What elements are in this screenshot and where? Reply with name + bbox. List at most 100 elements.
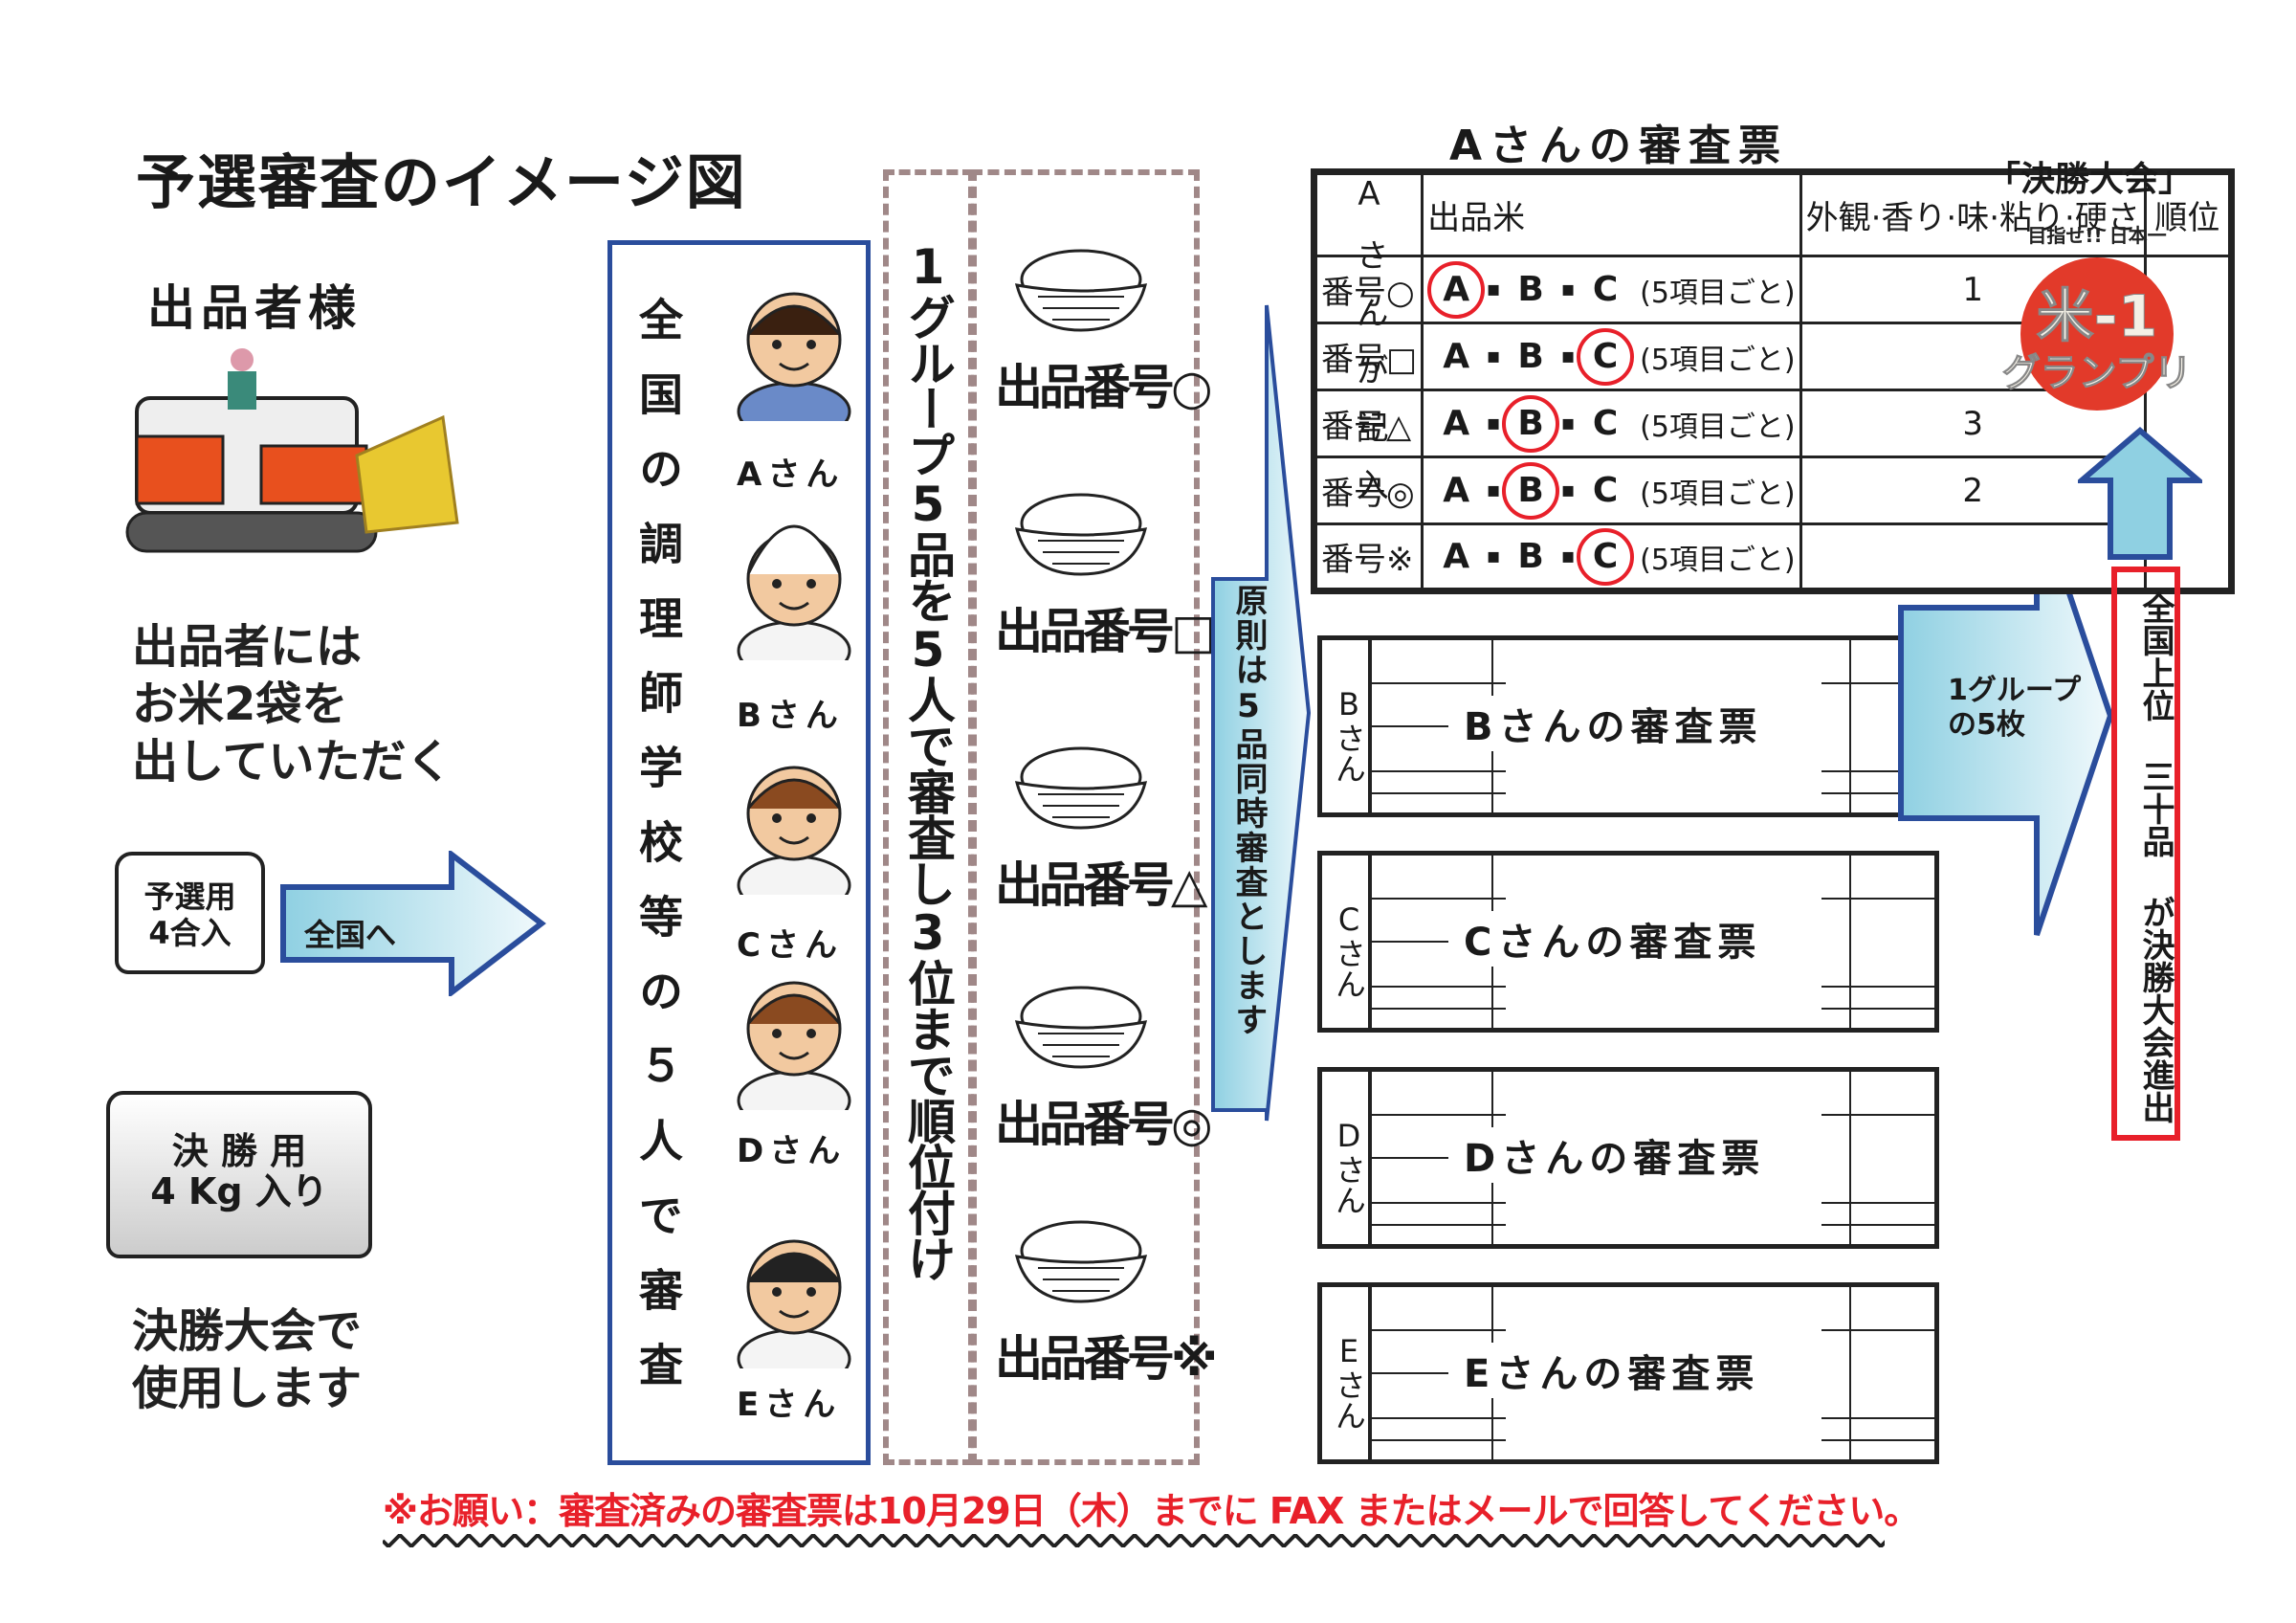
grade-a[interactable]: A xyxy=(1443,536,1470,576)
a-ticket-side-label: Aさんが記入 xyxy=(1312,170,1424,525)
svg-text:目指せ!! 日本一: 目指せ!! 日本一 xyxy=(2027,224,2166,247)
grade-separator: ▪ xyxy=(1486,545,1501,568)
entry-number: 出品番号△ xyxy=(995,857,1207,913)
judge-illustration xyxy=(737,524,851,660)
bag-label: 4 Kg 入り xyxy=(150,1170,328,1212)
rice-bowl-icon xyxy=(1014,986,1148,1069)
entry-number: 出品番号※ xyxy=(995,1331,1218,1387)
desc-line: お米2袋を xyxy=(132,678,348,731)
harvester-illustration xyxy=(125,348,459,553)
row-note: (5項目ごと) xyxy=(1640,477,1796,511)
ticket-side-label: Dさん xyxy=(1322,1072,1372,1244)
rice-bowl-icon xyxy=(1014,249,1148,332)
final-use-text: 決勝大会で 使用します xyxy=(132,1302,362,1417)
grade-separator: ▪ xyxy=(1560,345,1576,368)
grade-a[interactable]: A xyxy=(1443,470,1470,510)
ticket-box: Cさん Cさんの審査票 xyxy=(1317,851,1939,1033)
row-grades: A▪B▪C(5項目ごと) xyxy=(1421,322,1802,391)
footer-text: ※お願い：審査済みの審査票は10月29日（木）までに FAX またはメールで回答… xyxy=(383,1490,1920,1532)
up-arrow-icon xyxy=(2078,427,2202,560)
arrow-line: の5枚 xyxy=(1948,708,2025,742)
arrow-national-icon xyxy=(280,851,546,996)
grade-a[interactable]: A xyxy=(1443,336,1470,376)
entry-number: 出品番号○ xyxy=(995,360,1213,415)
grade-b-circled[interactable]: B xyxy=(1502,461,1560,520)
row-rank[interactable] xyxy=(1799,522,2147,592)
svg-text:グランプリ: グランプリ xyxy=(2002,351,2193,395)
grade-b[interactable]: B xyxy=(1517,336,1544,376)
judges-box xyxy=(607,240,871,1465)
entry-number: 出品番号◎ xyxy=(995,1097,1213,1152)
ticket-box: Eさん Eさんの審査票 xyxy=(1317,1282,1939,1464)
grade-c-circled[interactable]: C xyxy=(1577,527,1635,586)
judge-illustration xyxy=(737,292,851,421)
row-item: 番号□ xyxy=(1312,322,1424,391)
ticket-side-label: Eさん xyxy=(1322,1287,1372,1459)
bag-label: 予選用 xyxy=(144,878,236,915)
judge-illustration xyxy=(737,766,851,895)
header-item: 出品米 xyxy=(1421,170,1802,257)
desc-line: 使用します xyxy=(132,1362,363,1415)
row-item: 番号○ xyxy=(1312,255,1424,324)
grade-separator: ▪ xyxy=(1486,478,1501,502)
grade-b-circled[interactable]: B xyxy=(1502,394,1560,453)
row-note: (5項目ごと) xyxy=(1640,410,1796,444)
grade-b[interactable]: B xyxy=(1517,269,1544,309)
judges-text: 全国の調理師学校等の５人で審査 xyxy=(632,297,684,1416)
svg-text:米-1: 米-1 xyxy=(2037,283,2158,350)
exhibitor-heading: 出品者様 xyxy=(147,280,362,336)
grade-c[interactable]: C xyxy=(1592,470,1619,510)
final-bag: 決 勝 用 4 Kg 入り xyxy=(106,1091,372,1258)
group-text: 1グループ5品を5人で審査し3位まで順位付け xyxy=(900,239,956,1280)
judge-name: Aさん xyxy=(737,456,845,494)
a-ticket-title: Aさんの審査票 xyxy=(1449,122,1789,170)
row-note: (5項目ごと) xyxy=(1640,276,1796,310)
rice-bowl-icon xyxy=(1014,746,1148,830)
grade-c[interactable]: C xyxy=(1592,403,1619,443)
grade-a[interactable]: A xyxy=(1443,403,1470,443)
table-row: 番号※ A▪B▪C(5項目ごと) xyxy=(1312,522,2232,592)
ticket-side-label: Cさん xyxy=(1322,856,1372,1028)
grade-separator: ▪ xyxy=(1560,278,1576,301)
desc-line: 出していただく xyxy=(132,735,453,789)
judge-name: Eさん xyxy=(737,1386,842,1424)
grade-c[interactable]: C xyxy=(1592,269,1619,309)
page-title: 予選審査のイメージ図 xyxy=(136,147,747,217)
row-item: 番号※ xyxy=(1312,522,1424,592)
grade-separator: ▪ xyxy=(1560,411,1576,435)
ticket-title: Eさんの審査票 xyxy=(1456,1343,1768,1398)
desc-line: 決勝大会で xyxy=(132,1304,363,1358)
grade-b[interactable]: B xyxy=(1517,536,1544,576)
grade-separator: ▪ xyxy=(1560,545,1576,568)
table-row: 番号△ A▪B▪C(5項目ごと) 3 xyxy=(1312,389,2232,458)
prelim-bag: 予選用 4合入 xyxy=(115,852,265,974)
row-rank[interactable]: 2 xyxy=(1799,456,2147,525)
arrow-national-label: 全国へ xyxy=(304,917,397,953)
grade-separator: ▪ xyxy=(1486,278,1501,301)
grade-separator: ▪ xyxy=(1486,345,1501,368)
row-note: (5項目ごと) xyxy=(1640,343,1796,377)
bag-label: 4合入 xyxy=(148,915,232,951)
judge-name: Cさん xyxy=(737,926,843,965)
advance-text: 全国上位 三十品 が決勝大会進出 xyxy=(2111,567,2180,1141)
grade-c-circled[interactable]: C xyxy=(1577,327,1635,386)
judge-illustration xyxy=(737,981,851,1110)
group-arrow-label: 1グループ の5枚 xyxy=(1948,674,2081,743)
header-criteria: 外観·香り·味·粘り·硬さ xyxy=(1799,170,2147,257)
entries-box xyxy=(971,169,1200,1465)
table-row: 番号□ A▪B▪C(5項目ごと) xyxy=(1312,322,2232,391)
arrow-line: 1グループ xyxy=(1948,674,2082,707)
ticket-side-label: Bさん xyxy=(1322,640,1372,812)
row-item: 番号△ xyxy=(1312,389,1424,458)
footer-notice: ※お願い：審査済みの審査票は10月29日（木）までに FAX またはメールで回答… xyxy=(383,1481,1920,1547)
kome1-logo: 目指せ!! 日本一 米-1 グランプリ xyxy=(2001,224,2193,411)
table-row: 番号○ A▪B▪C(5項目ごと) 1 xyxy=(1312,255,2232,324)
ticket-box: Dさん Dさんの審査票 xyxy=(1317,1067,1939,1249)
a-ticket-table: Aさんが記入 出品米 外観·香り·味·粘り·硬さ 順位 番号○ A▪B▪C(5項… xyxy=(1311,168,2235,594)
desc-line: 出品者には xyxy=(132,620,363,674)
rule-text: 原則は5品同時審査とします xyxy=(1229,584,1268,1037)
row-grades: A▪B▪C(5項目ごと) xyxy=(1421,456,1802,525)
row-note: (5項目ごと) xyxy=(1640,543,1796,577)
judge-name: Bさん xyxy=(737,697,844,735)
grade-a-circled[interactable]: A xyxy=(1427,260,1486,319)
